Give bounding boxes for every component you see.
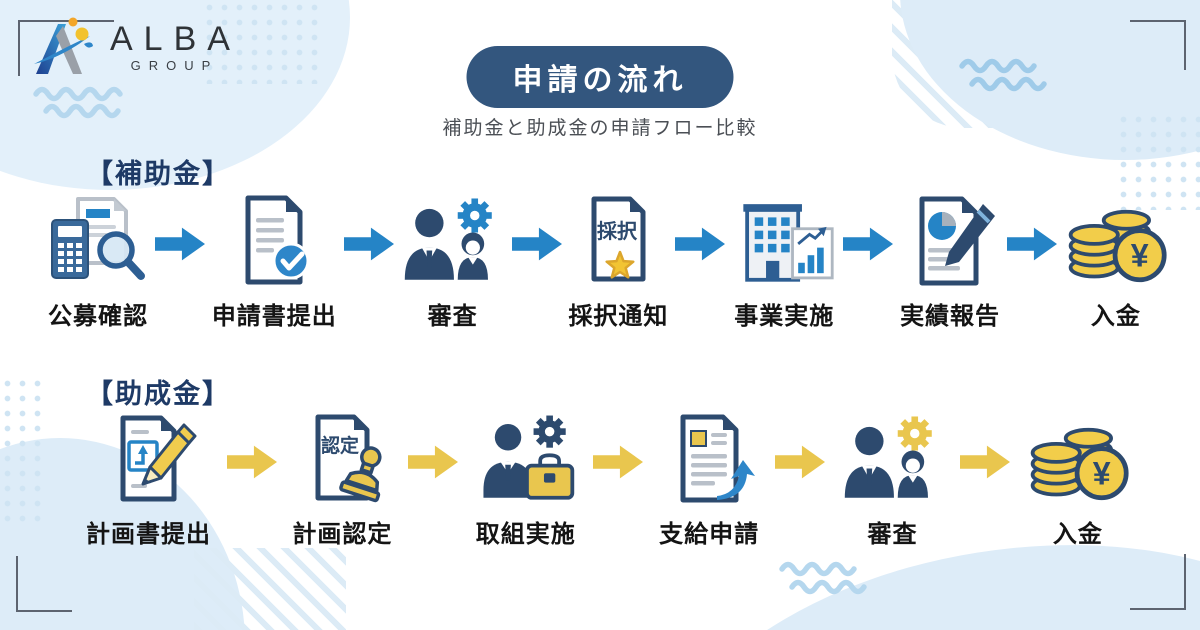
report-pen-icon — [900, 194, 1000, 289]
building-chart-icon — [732, 194, 836, 289]
flow-row-joseikin: 計画書提出 認定 計画認定 — [86, 412, 1130, 549]
decor-stripes-bottom — [194, 548, 346, 630]
step-label: 計画認定 — [292, 521, 393, 548]
examiners-gear-icon — [841, 412, 945, 507]
section-heading-joseikin: 【助成金】 — [86, 379, 231, 409]
flow-row-hojokin: 公募確認 申請書提出 — [48, 194, 1168, 331]
arrow-right-icon — [154, 222, 205, 266]
arrow-right-icon — [675, 222, 726, 266]
worker-briefcase-icon — [474, 412, 578, 507]
step-label: 申請書提出 — [211, 303, 337, 330]
logo-subname: GROUP — [130, 58, 219, 74]
icon-text-saitaku: 採択 — [597, 219, 638, 243]
step-label: 審査 — [427, 303, 478, 330]
doc-stamp-icon: 認定 — [292, 412, 392, 507]
arrow-right-icon — [1006, 222, 1057, 266]
step-label: 公募確認 — [48, 303, 148, 330]
flow-step: 取組実施 — [474, 412, 578, 549]
step-label: 実績報告 — [900, 303, 1001, 330]
step-label: 事業実施 — [734, 303, 835, 330]
arrow-right-icon — [593, 440, 644, 484]
arrow-right-icon — [774, 440, 825, 484]
waves-icon — [958, 56, 1058, 94]
examiners-gear-icon — [401, 194, 505, 289]
decor-corner-bracket-bottom-right — [1130, 554, 1186, 610]
flow-step: 審査 — [401, 194, 505, 331]
yen-symbol: ¥ — [1093, 456, 1111, 492]
doc-check-icon — [224, 194, 324, 289]
step-label: 入金 — [1090, 303, 1141, 330]
alba-logo-mark-icon — [30, 14, 94, 80]
step-label: 入金 — [1052, 521, 1103, 548]
flow-step: 計画書提出 — [86, 412, 211, 549]
decor-corner-bracket-bottom-left — [16, 556, 72, 612]
arrow-right-icon — [408, 440, 459, 484]
flow-step: ¥ 入金 — [1064, 194, 1168, 331]
flow-step: 審査 — [841, 412, 945, 549]
flow-step: 実績報告 — [900, 194, 1000, 331]
alba-group-logo: ALBA GROUP — [30, 14, 241, 80]
page-title: 申請の流れ — [466, 46, 734, 108]
logo-name: ALBA — [110, 19, 241, 58]
decor-dots-left — [0, 376, 46, 524]
flow-step: 認定 計画認定 — [292, 412, 392, 549]
flow-step: 採択 採択通知 — [568, 194, 668, 331]
flow-step: ¥ 入金 — [1026, 412, 1130, 549]
page-subtitle: 補助金と助成金の申請フロー比較 — [442, 118, 758, 139]
arrow-right-icon — [843, 222, 894, 266]
step-label: 取組実施 — [475, 521, 576, 548]
step-label: 支給申請 — [659, 521, 760, 548]
doc-star-icon: 採択 — [568, 194, 668, 289]
arrow-right-icon — [960, 440, 1011, 484]
doc-send-icon — [659, 412, 759, 507]
flow-step: 申請書提出 — [212, 194, 337, 331]
icon-text-nintei: 認定 — [321, 434, 359, 457]
doc-search-icon — [48, 194, 148, 289]
arrow-right-icon — [511, 222, 562, 266]
arrow-right-icon — [343, 222, 394, 266]
step-label: 採択通知 — [568, 303, 669, 330]
plan-pencil-icon — [99, 412, 199, 507]
decor-stripes-top-right — [892, 0, 1024, 128]
coins-yen-icon: ¥ — [1026, 412, 1130, 507]
coins-yen-icon: ¥ — [1064, 194, 1168, 289]
flow-step: 公募確認 — [48, 194, 148, 331]
flow-step: 事業実施 — [732, 194, 836, 331]
decor-corner-bracket-top-right — [1130, 20, 1186, 70]
arrow-right-icon — [226, 440, 277, 484]
flow-step: 支給申請 — [659, 412, 759, 549]
yen-symbol: ¥ — [1131, 238, 1149, 274]
step-label: 審査 — [867, 521, 918, 548]
waves-icon — [778, 558, 878, 598]
step-label: 計画書提出 — [86, 521, 211, 548]
section-heading-hojokin: 【補助金】 — [86, 159, 231, 189]
